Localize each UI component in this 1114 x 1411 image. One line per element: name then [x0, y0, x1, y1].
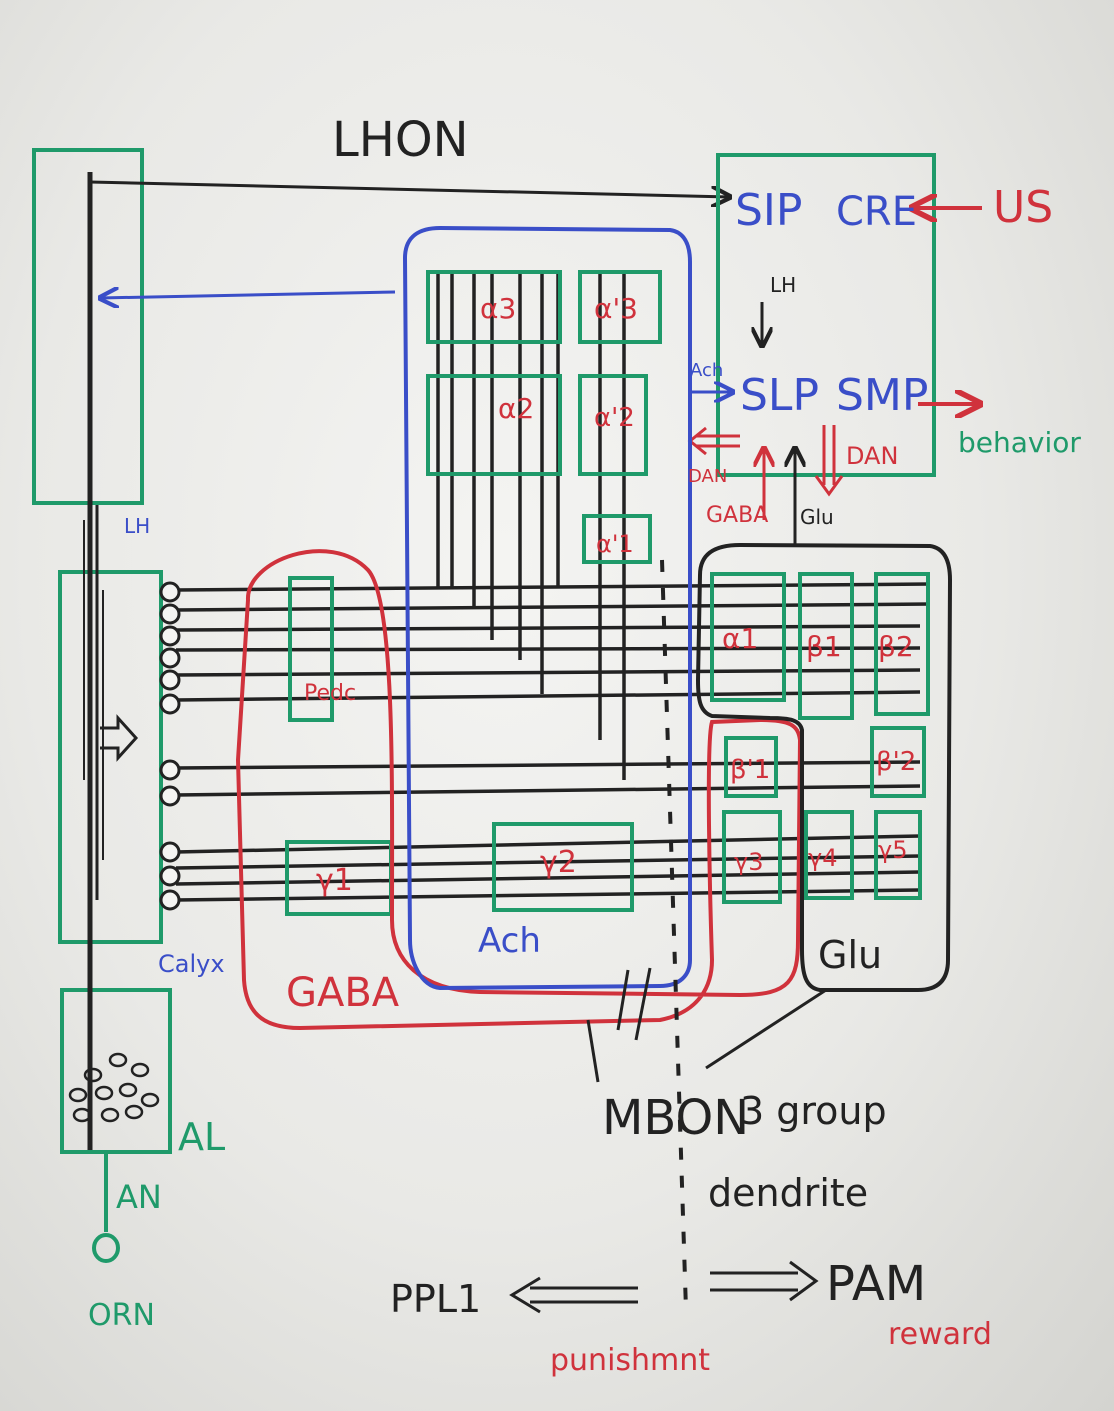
dan-down-arrow-icon: [814, 425, 844, 497]
calyx-label: Calyx: [158, 950, 225, 978]
vertical-lobe-axons: [436, 270, 626, 780]
gaba-big-label: GABA: [286, 970, 400, 1016]
cre-label: CRE: [836, 189, 917, 235]
orn-label: ORN: [88, 1298, 155, 1333]
an-label: AN: [116, 1178, 162, 1216]
b2-box: [874, 572, 930, 716]
dan-right-label: DAN: [846, 442, 898, 470]
b1-box: [798, 572, 854, 720]
pedc-box: [288, 576, 334, 722]
al-box: [60, 988, 172, 1154]
g4-label: γ4: [808, 844, 837, 872]
gaba-mbon-outline: [235, 549, 803, 1031]
a3-label: α3: [480, 292, 516, 325]
ppl1-label: PPL1: [390, 1277, 481, 1321]
g4-box: [804, 810, 854, 900]
a3p-label: α'3: [594, 292, 638, 325]
pn-axon: [83, 172, 104, 1150]
b2p-box: [870, 726, 926, 798]
a3p-box: [578, 270, 662, 344]
lh-box-label: LH: [124, 514, 150, 538]
b1p-box: [724, 736, 778, 798]
pam-label: PAM: [826, 1256, 926, 1312]
calyx-arrow-icon: [100, 714, 139, 762]
lhon-label: LHON: [332, 112, 469, 168]
slp-label: SLP: [740, 370, 819, 421]
a2-box: [426, 374, 562, 476]
dotted-divider: [660, 559, 688, 1311]
mbon-convergence-lines: [586, 967, 827, 1083]
mbon-label: MBON: [602, 1090, 749, 1146]
dendrite-label: dendrite: [708, 1171, 868, 1215]
a1-box: [710, 572, 786, 702]
g5-label: γ5: [878, 836, 907, 864]
sip-label: SIP: [735, 185, 802, 236]
al-label: AL: [178, 1115, 225, 1159]
superior-neuropil-box: [716, 153, 936, 477]
ach-to-lh-arrow: [100, 292, 396, 298]
orn-cell: [92, 1152, 120, 1263]
a2p-label: α'2: [594, 403, 635, 433]
a1-label: α1: [722, 622, 758, 655]
g5-box: [874, 810, 922, 900]
a1p-box: [582, 514, 652, 564]
dan-left-label: DAN: [688, 466, 727, 487]
calyx-box: [58, 570, 163, 944]
gaba-small-label: GABA: [706, 503, 768, 528]
reward-label: reward: [888, 1317, 992, 1352]
g1-label: γ1: [316, 863, 353, 898]
a1p-label: α'1: [596, 530, 634, 558]
us-label: US: [993, 182, 1053, 233]
behavior-label: behavior: [958, 426, 1081, 459]
a2-label: α2: [498, 392, 534, 425]
glu-small-label: Glu: [800, 505, 834, 529]
compartment-boxes: [285, 270, 930, 916]
b2-label: β2: [878, 630, 914, 663]
ach-big-label: Ach: [478, 921, 541, 961]
ach-small-label: Ach: [690, 360, 723, 381]
g2-label: γ2: [540, 845, 577, 880]
pedc-label: Pedc: [304, 681, 356, 706]
b1-label: β1: [806, 630, 842, 663]
ppl1-arrow-icon: [509, 1276, 638, 1314]
glu-big-label: Glu: [818, 933, 882, 977]
b1p-label: β'1: [730, 755, 770, 785]
lh-top-label: LH: [770, 273, 796, 297]
b2p-label: β'2: [876, 747, 916, 777]
group-label: 3 group: [740, 1089, 887, 1133]
ach-mbon-outline: [402, 225, 692, 991]
glu-mbon-outline: [695, 542, 953, 992]
lhon-arrow: [89, 180, 730, 197]
punishment-label: punishmnt: [550, 1343, 710, 1378]
a2p-box: [578, 374, 648, 476]
glomeruli-icon: [68, 1052, 160, 1123]
calyx-dendrites: [159, 581, 181, 911]
g3-label: γ3: [734, 848, 763, 876]
kc-axon-bundle: [175, 582, 931, 902]
smp-label: SMP: [836, 370, 928, 421]
pam-arrow-icon: [710, 1260, 819, 1302]
g2-box: [492, 822, 634, 912]
dan-left-arrow-icon: [687, 426, 740, 456]
g3-box: [722, 810, 782, 904]
a3-box: [426, 270, 562, 344]
